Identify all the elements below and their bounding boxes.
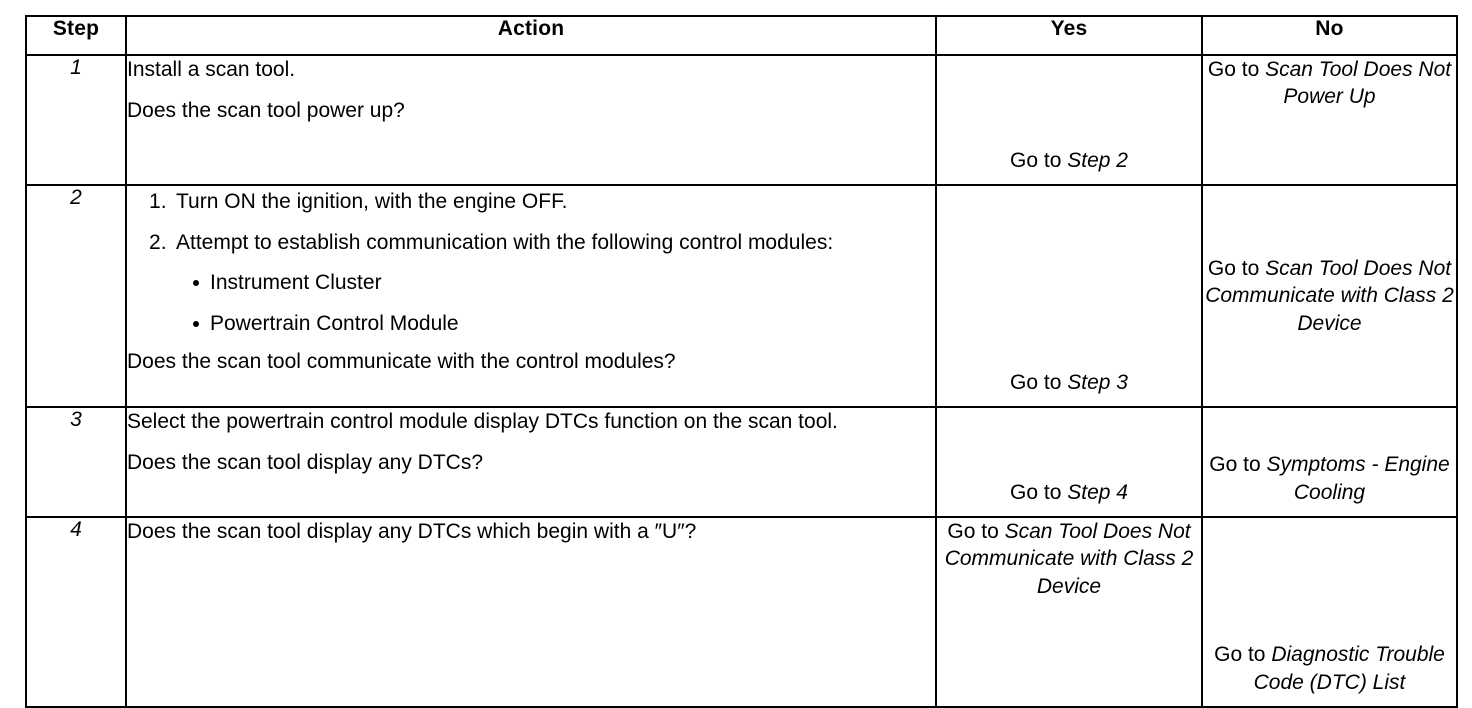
yes-cell: Go to Step 3: [935, 184, 1203, 408]
step-number: 3: [25, 406, 127, 518]
action-numbered-list: Turn ON the ignition, with the engine OF…: [127, 188, 935, 338]
table-row: 4 Does the scan tool display any DTCs wh…: [25, 516, 1458, 708]
no-cell: Go to Symptoms - Engine Cooling: [1201, 406, 1458, 518]
no-cell: Go to Scan Tool Does Not Communicate wit…: [1201, 184, 1458, 408]
table-row: 2 Turn ON the ignition, with the engine …: [25, 184, 1458, 408]
list-item-text: Attempt to establish communication with …: [176, 230, 834, 254]
yes-cell: Go to Step 4: [935, 406, 1203, 518]
goto-label: Go to: [1010, 480, 1068, 504]
yes-cell: Go to Step 2: [935, 54, 1203, 186]
yes-cell: Go to Scan Tool Does Not Communicate wit…: [935, 516, 1203, 708]
table-body: 1 Install a scan tool. Does the scan too…: [25, 54, 1458, 708]
goto-label: Go to: [947, 520, 1005, 543]
step-number: 1: [25, 54, 127, 186]
goto-destination: Step 2: [1067, 148, 1128, 172]
table-row: 1 Install a scan tool. Does the scan too…: [25, 54, 1458, 186]
action-question: Does the scan tool communicate with the …: [127, 349, 676, 373]
no-cell: Go to Scan Tool Does Not Power Up: [1201, 54, 1458, 186]
action-cell: Does the scan tool display any DTCs whic…: [125, 516, 937, 708]
column-header-step: Step: [25, 15, 127, 56]
goto-label: Go to: [1010, 148, 1068, 172]
goto-destination: Symptoms - Engine Cooling: [1266, 453, 1450, 504]
action-question: Does the scan tool power up?: [127, 98, 405, 122]
step-number: 4: [25, 516, 127, 708]
step-number: 2: [25, 184, 127, 408]
document-page: Step Action Yes No 1 Install a scan tool…: [0, 0, 1472, 670]
goto-destination: Scan Tool Does Not Communicate with Clas…: [944, 520, 1194, 598]
table-header-row: Step Action Yes No: [25, 15, 1458, 56]
list-item: Turn ON the ignition, with the engine OF…: [149, 188, 568, 216]
list-item: Powertrain Control Module: [176, 310, 935, 338]
goto-destination: Diagnostic Trouble Code (DTC) List: [1253, 643, 1445, 694]
goto-destination: Step 4: [1067, 480, 1128, 504]
goto-destination: Step 3: [1067, 370, 1128, 394]
goto-label: Go to: [1214, 643, 1272, 667]
goto-destination: Scan Tool Does Not Power Up: [1265, 58, 1452, 109]
action-cell: Install a scan tool. Does the scan tool …: [125, 54, 937, 186]
table-row: 3 Select the powertrain control module d…: [25, 406, 1458, 518]
list-item: Attempt to establish communication with …: [127, 229, 935, 338]
action-cell: Select the powertrain control module dis…: [125, 406, 937, 518]
action-question: Does the scan tool display any DTCs whic…: [127, 520, 697, 543]
list-item: Instrument Cluster: [176, 269, 935, 297]
column-header-action: Action: [125, 15, 937, 56]
diagnostic-procedure-table: Step Action Yes No 1 Install a scan tool…: [25, 15, 1458, 708]
action-line: Select the powertrain control module dis…: [127, 410, 838, 433]
action-cell: Turn ON the ignition, with the engine OF…: [125, 184, 937, 408]
goto-label: Go to: [1207, 58, 1266, 81]
action-question: Does the scan tool display any DTCs?: [127, 450, 484, 474]
goto-label: Go to: [1209, 453, 1267, 477]
action-bullet-list: Instrument Cluster Powertrain Control Mo…: [176, 269, 935, 338]
goto-destination: Scan Tool Does Not Communicate with Clas…: [1205, 257, 1454, 335]
goto-label: Go to: [1010, 370, 1068, 394]
no-cell: Go to Diagnostic Trouble Code (DTC) List: [1201, 516, 1458, 708]
column-header-no: No: [1201, 15, 1458, 56]
column-header-yes: Yes: [935, 15, 1203, 56]
action-line: Install a scan tool.: [127, 58, 296, 81]
table-header: Step Action Yes No: [25, 15, 1458, 56]
goto-label: Go to: [1207, 257, 1266, 281]
